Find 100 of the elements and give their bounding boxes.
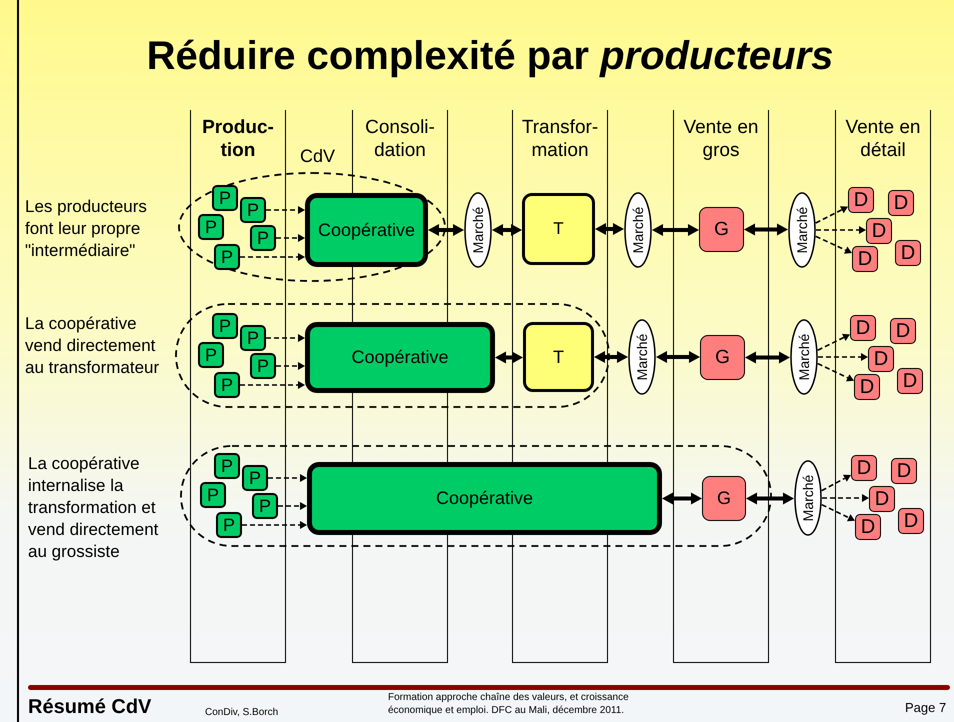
producer-box [214, 372, 240, 398]
retailer-box [869, 486, 895, 512]
arrow [240, 253, 305, 261]
box-label: D [896, 320, 910, 342]
scenario-description: La coopérative vend directement au transformateur [25, 313, 160, 380]
box-label: P [256, 356, 269, 376]
box-label: T [553, 219, 564, 239]
cooperative-box [305, 193, 428, 267]
retailer-box [850, 315, 876, 341]
box-label: D [874, 488, 890, 510]
arrow [821, 474, 851, 492]
box-label: D [860, 516, 876, 538]
scenario-description: La coopérative internalise la transformation et vend directement au grossiste [28, 453, 160, 564]
retailer-box [868, 346, 894, 372]
box-label: D [872, 220, 886, 242]
market-ellipse [788, 192, 816, 268]
box-label: Coopérative [318, 220, 416, 240]
market-ellipse [790, 319, 818, 395]
double-arrow [492, 224, 522, 236]
market-ellipse [624, 192, 652, 268]
author-credit: ConDiv, S.Borch [205, 706, 280, 719]
arrow [816, 226, 866, 234]
arrow [821, 504, 855, 522]
arrow [240, 381, 305, 389]
arrow [276, 362, 305, 370]
double-arrow [662, 492, 702, 504]
column-heading: Transfor- mation [520, 116, 600, 162]
market-label: Marché [634, 334, 650, 380]
box-label: P [218, 316, 231, 336]
producer-box [212, 185, 238, 211]
producer-box [252, 493, 278, 519]
retailer-box [852, 246, 878, 272]
arrow [278, 502, 307, 510]
producer-box [198, 342, 224, 368]
box-label: D [904, 510, 918, 532]
box-label: P [248, 468, 261, 488]
box-label: P [220, 246, 233, 268]
producer-box [212, 313, 238, 339]
box-label: D [856, 456, 872, 480]
retailer-box [866, 218, 892, 244]
box-label: P [220, 456, 233, 476]
column-heading: Produc- tion [201, 116, 275, 162]
producer-box [200, 482, 226, 508]
retailer-box [895, 240, 921, 266]
dashed-group-outline [180, 445, 772, 547]
arrow [817, 334, 850, 351]
wholesaler-box [700, 335, 745, 380]
arrow [815, 206, 848, 224]
market-label: Marché [470, 206, 486, 254]
producer-box [198, 214, 224, 240]
box-label: D [860, 376, 874, 398]
processor-box [523, 322, 594, 392]
market-label: Marché [630, 206, 646, 254]
box-label: P [246, 200, 259, 220]
arrow [266, 334, 305, 342]
retailer-box [888, 190, 914, 216]
double-arrow [595, 223, 624, 235]
box-label: P [204, 344, 217, 366]
retailer-box [848, 187, 874, 213]
box-label: P [220, 374, 233, 396]
arrow [822, 494, 869, 502]
box-label: P [258, 496, 271, 516]
column-heading: Vente en détail [844, 116, 922, 162]
scenario-description: Les producteurs font leur propre "intermédiaire" [25, 196, 148, 262]
column-heading: Vente en gros [683, 116, 759, 162]
box-label: G [715, 346, 730, 368]
column-heading: Consoli- dation [364, 116, 436, 162]
processor-box [522, 193, 595, 265]
retailer-box [891, 458, 917, 484]
double-arrow [656, 351, 700, 363]
retailer-box [898, 508, 924, 534]
box-label: Coopérative [436, 488, 534, 509]
double-arrow [744, 224, 788, 236]
box-label: T [553, 346, 564, 368]
producer-box [214, 453, 240, 479]
arrow [818, 353, 868, 361]
market-ellipse [628, 319, 656, 395]
box-label: D [856, 316, 870, 340]
double-arrow [746, 492, 794, 504]
double-arrow [652, 224, 699, 236]
double-arrow [428, 224, 464, 236]
arrow [268, 474, 307, 482]
box-label: D [896, 460, 912, 482]
footer-title: Résumé CdV [28, 695, 152, 720]
wholesaler-box [699, 207, 744, 252]
retailer-box [897, 368, 923, 394]
retailer-box [890, 318, 916, 344]
producer-box [250, 353, 276, 379]
arrow [266, 206, 305, 214]
box-label: P [218, 188, 231, 208]
double-arrow [594, 351, 628, 363]
box-label: D [894, 192, 908, 214]
box-label: D [854, 188, 868, 212]
arrow [276, 234, 305, 242]
page-number: Page 7 [905, 700, 948, 717]
box-label: P [246, 328, 259, 348]
market-label: Marché [794, 206, 810, 254]
box-label: G [714, 218, 729, 240]
retailer-box [855, 514, 881, 540]
cooperative-box [307, 462, 662, 535]
